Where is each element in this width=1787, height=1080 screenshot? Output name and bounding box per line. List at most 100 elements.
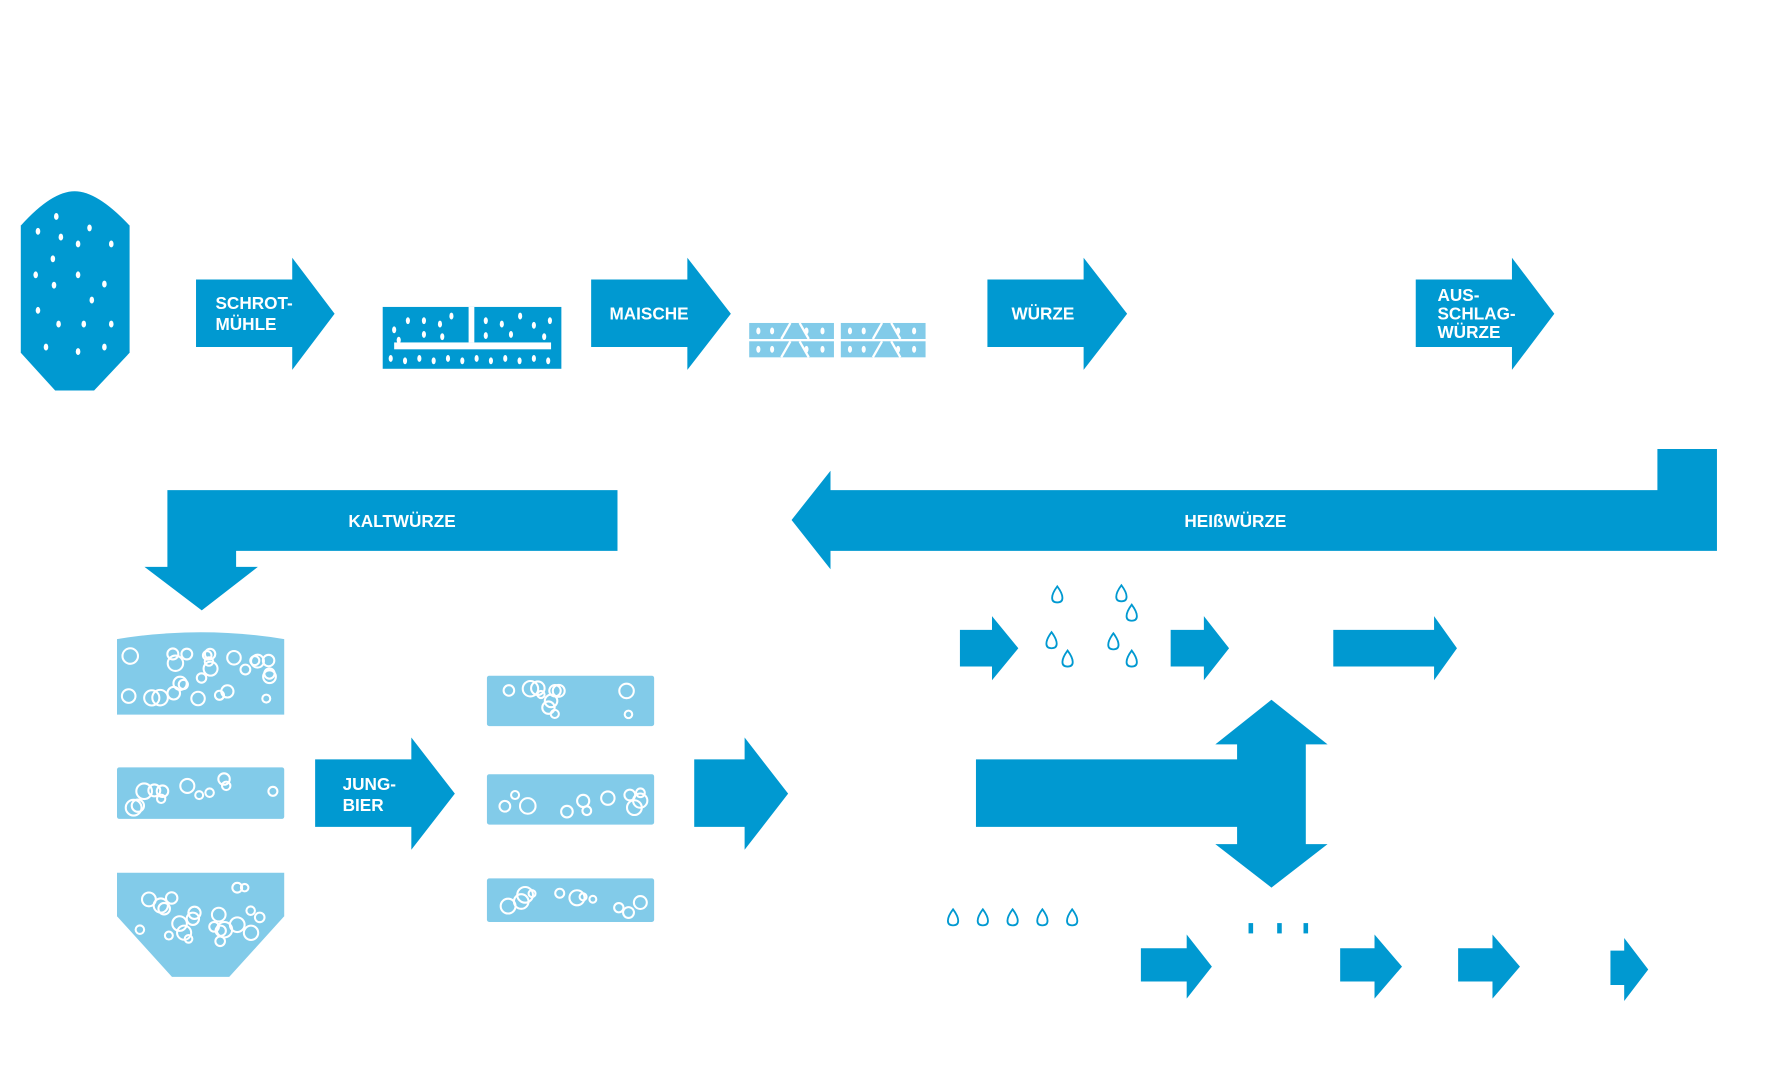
grain-dot	[449, 312, 454, 320]
bubble	[554, 887, 566, 899]
bubble	[179, 777, 196, 794]
water-drop-icon	[1036, 907, 1049, 927]
arrow-kaltwuerze	[144, 490, 618, 611]
exchanger-line	[780, 322, 810, 340]
split-arrow	[975, 699, 1328, 888]
bubble	[135, 782, 153, 801]
bubble	[498, 799, 512, 813]
bubble	[518, 797, 537, 815]
bubble	[176, 924, 193, 941]
bubble	[190, 690, 206, 707]
grain-dot	[102, 280, 107, 288]
grain-dot	[437, 320, 443, 328]
bubble	[226, 649, 242, 666]
grain-dot	[102, 343, 107, 351]
bubble	[622, 906, 635, 919]
bubble	[163, 930, 174, 941]
bubble	[180, 647, 194, 661]
bubble	[143, 689, 161, 707]
bubble	[202, 660, 219, 677]
bubble	[201, 650, 213, 661]
label-jungbier-1: JUNG-	[343, 774, 397, 794]
bubble	[210, 906, 227, 923]
grain-dot	[421, 317, 426, 325]
grain-dot	[43, 343, 49, 351]
bubble	[551, 683, 566, 698]
label-heisswuerze: HEIßWÜRZE	[1184, 511, 1286, 531]
dot	[820, 345, 825, 353]
bubble	[157, 901, 171, 916]
bubble	[267, 785, 279, 797]
lagering-tank	[486, 675, 655, 727]
bubble	[253, 911, 266, 924]
fermenter-middle	[116, 767, 285, 819]
small-arrow	[1458, 934, 1520, 999]
bubble	[155, 793, 167, 805]
label-maische: MAISCHE	[609, 304, 688, 324]
dot	[770, 327, 775, 335]
bubble	[635, 787, 646, 799]
dot	[861, 327, 866, 335]
bubble	[510, 789, 521, 801]
grain-dot	[503, 355, 508, 362]
bubble	[536, 689, 546, 700]
grain-dot	[56, 320, 61, 328]
label-schrotmuehle-1: SCHROT-	[215, 293, 292, 313]
bubble	[120, 688, 137, 704]
label-kaltwuerze: KALTWÜRZE	[348, 511, 455, 531]
bubble	[155, 784, 170, 799]
dot	[820, 327, 825, 335]
bubble	[618, 682, 635, 700]
grain-dot	[518, 312, 523, 320]
small-arrow	[959, 616, 1019, 681]
grain-dot	[33, 271, 38, 279]
grain-dot	[531, 355, 536, 362]
bubble	[261, 693, 272, 704]
dash-mark	[1277, 923, 1282, 934]
arrow-ausschlagwuerze	[1415, 257, 1555, 370]
lauter-divider	[468, 306, 475, 343]
grain-dot	[89, 296, 95, 304]
bubble	[261, 653, 276, 668]
arrow-maische	[591, 257, 731, 370]
bubble	[147, 783, 162, 798]
water-drop-icon	[1061, 648, 1074, 668]
bubble	[576, 793, 591, 809]
grain-dot	[517, 357, 522, 365]
dash-mark	[1248, 923, 1254, 934]
arrow-jungbier	[315, 737, 455, 850]
water-drop-icon	[1125, 603, 1138, 622]
water-drop-icon	[1006, 907, 1019, 927]
grain-silo	[20, 191, 130, 391]
dot	[756, 345, 761, 353]
grain-dot	[35, 306, 41, 314]
grain-dot	[396, 336, 401, 344]
bubble	[121, 647, 140, 665]
bubble	[171, 915, 188, 932]
bubble	[220, 780, 232, 792]
water-drop-icon	[946, 907, 960, 927]
grain-dot	[58, 233, 64, 241]
grain-dot	[460, 357, 465, 365]
arrow-after-lagering	[694, 737, 789, 850]
bubble	[213, 689, 226, 701]
bubble	[588, 894, 598, 904]
grain-dot	[431, 357, 436, 365]
grain-dot	[474, 355, 479, 362]
grain-dot	[54, 213, 59, 220]
bubble	[130, 798, 146, 813]
bubble	[204, 787, 215, 798]
grain-dot	[508, 330, 514, 338]
grain-dot	[402, 357, 408, 365]
bubble	[185, 911, 201, 926]
exchanger-line	[780, 340, 810, 358]
grain-dot	[440, 333, 445, 341]
grain-dot	[108, 240, 114, 248]
grain-dot	[546, 357, 551, 365]
bubble	[239, 882, 250, 893]
fermenter-bottom	[116, 872, 285, 977]
label-wuerze: WÜRZE	[1011, 304, 1074, 324]
grain-dot	[35, 227, 41, 235]
bubble	[195, 672, 208, 684]
grain-dot	[531, 321, 536, 329]
